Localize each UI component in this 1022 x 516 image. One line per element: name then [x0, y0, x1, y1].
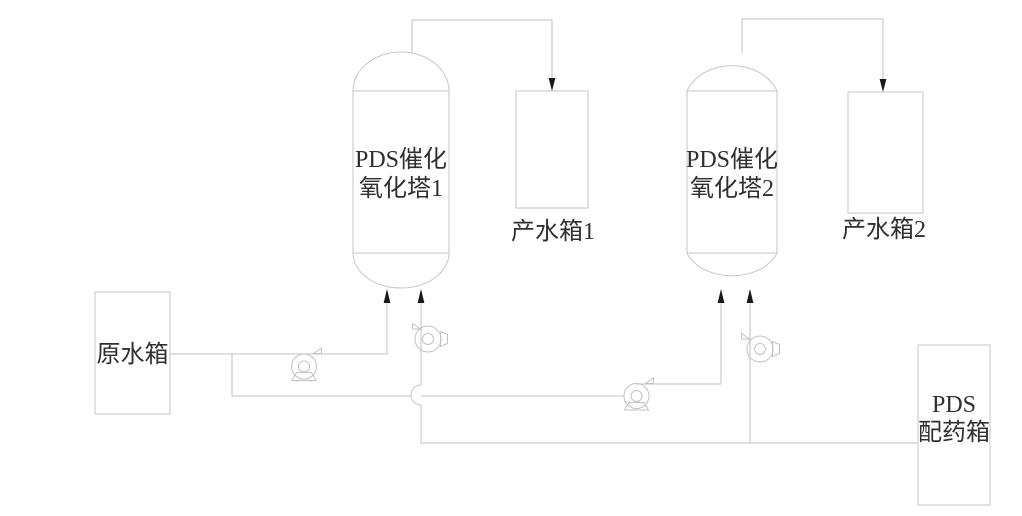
- oxidation-tower-1: PDS催化 氧化塔1: [352, 51, 450, 289]
- pump3-discharge-flag: [643, 377, 654, 384]
- pump3-discharge-pipe: [636, 302, 722, 385]
- tower1-seam-lines: [353, 90, 449, 254]
- pump3-impeller: [630, 390, 643, 402]
- pump1-casing: [291, 353, 317, 380]
- pds-dosing-tank: PDS 配药箱: [917, 344, 991, 506]
- product-water-tank-2: 产水箱2: [842, 91, 926, 243]
- pump4-casing: [746, 335, 774, 363]
- raw-feed-pump-2-icon: [623, 377, 654, 411]
- pipes: [170, 18, 918, 444]
- arrow-into-product-tank1-icon: [548, 78, 556, 91]
- arrow-into-product-tank2-icon: [879, 79, 887, 92]
- tower1-label-line2: 氧化塔1: [359, 175, 443, 202]
- raw-water-branch-pipe: [231, 354, 412, 397]
- product-tank2-body: [847, 91, 924, 214]
- pump4-impeller: [754, 343, 766, 355]
- pump3-foot: [623, 402, 650, 411]
- oxidation-tower-2: PDS催化 氧化塔2: [686, 65, 778, 277]
- arrow-into-tower1-right-icon: [417, 289, 425, 303]
- pds-feed-pump-2-icon: [741, 332, 780, 363]
- pump2-discharge-flag: [412, 322, 423, 330]
- pump2-casing: [414, 325, 442, 353]
- product-tank1-label: 产水箱1: [511, 218, 595, 245]
- pump1-discharge-flag: [311, 347, 322, 354]
- product-tank2-label: 产水箱2: [842, 216, 926, 243]
- arrow-into-tower1-left-icon: [383, 289, 391, 303]
- tower1-label-line1: PDS催化: [355, 146, 447, 173]
- product-water-tank-1: 产水箱1: [511, 90, 595, 245]
- arrow-into-tower2-right-icon: [746, 289, 754, 303]
- raw-water-tank-label: 原水箱: [97, 341, 169, 368]
- raw-water-tank: 原水箱: [94, 291, 171, 415]
- pump4-discharge-flag: [741, 332, 752, 340]
- tower2-label-line2: 氧化塔2: [690, 175, 774, 202]
- tower2-label-line1: PDS催化: [686, 146, 778, 173]
- pds-tank-body: [917, 344, 991, 506]
- pump3-casing: [623, 383, 650, 409]
- pump2-impeller: [422, 333, 434, 345]
- tower1-overhead-pipe: [411, 19, 553, 79]
- tower2-overhead-pipe: [741, 18, 884, 79]
- pds-supply-pipe: [420, 405, 918, 444]
- raw-water-tank-body: [94, 291, 171, 415]
- pds-tank-label-line1: PDS: [932, 392, 976, 418]
- product-tank1-body: [515, 90, 589, 209]
- arrow-into-tower2-left-icon: [717, 289, 725, 303]
- pump1-foot: [291, 372, 317, 381]
- flow-arrows: [383, 78, 887, 303]
- pump2-discharge-cone: [440, 330, 448, 348]
- pipe-crossing-jump-icon: [410, 384, 422, 406]
- raw-feed-pump-1-icon: [291, 347, 322, 381]
- tower2-seam-lines: [687, 90, 777, 254]
- raw-water-feed-pipe-tower1: [170, 302, 388, 355]
- pump1-impeller: [298, 360, 310, 373]
- pump4-discharge-cone: [772, 340, 780, 358]
- pds-tank-label-line2: 配药箱: [918, 419, 990, 446]
- pds-feed-pump-1-icon: [412, 322, 448, 353]
